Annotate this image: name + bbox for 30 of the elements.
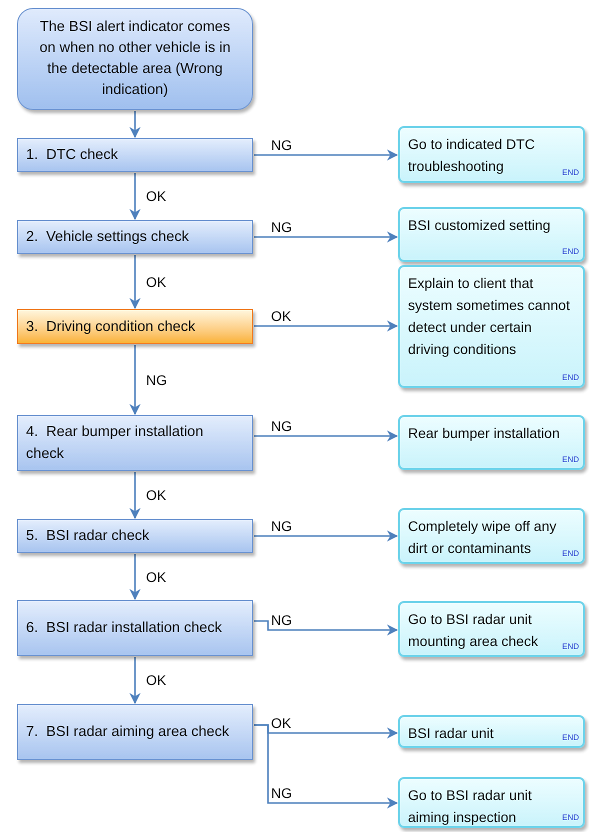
- check-box: 3. Driving condition check: [17, 309, 253, 344]
- start-box: The BSI alert indicator comes on when no other vehicle is in the detectable area (Wrong indication): [17, 8, 253, 110]
- arrow: [254, 231, 398, 243]
- arrow: [254, 530, 398, 542]
- arrow: [129, 173, 141, 220]
- result-box: Go to BSI radar unit aiming inspection END: [398, 777, 585, 828]
- arrow: [129, 111, 141, 138]
- result-box: Go to indicated DTC troubleshooting END: [398, 126, 585, 183]
- arrow: [129, 472, 141, 520]
- check-box: 1. DTC check: [17, 138, 253, 172]
- arrow: [254, 149, 398, 161]
- arrow: [254, 320, 398, 332]
- arrow: [254, 430, 398, 442]
- check-box: 2. Vehicle settings check: [17, 220, 253, 254]
- check-box: 6. BSI radar installation check: [17, 600, 253, 656]
- arrow: [129, 255, 141, 310]
- result-box: Completely wipe off any dirt or contaminants END: [398, 508, 585, 564]
- arrow: [254, 620, 398, 636]
- result-box: BSI customized setting END: [398, 207, 585, 262]
- arrow: [129, 554, 141, 600]
- check-box: 7. BSI radar aiming area check: [17, 704, 253, 760]
- result-box: Rear bumper installation END: [398, 415, 585, 470]
- arrow: [129, 345, 141, 416]
- arrow: [129, 657, 141, 704]
- result-box: Explain to client that system sometimes cannot detect under certain driving conditions END: [398, 265, 585, 388]
- result-box: Go to BSI radar unit mounting area check END: [398, 601, 585, 657]
- result-box: BSI radar unit END: [398, 715, 585, 748]
- check-box: 4. Rear bumper installation check: [17, 415, 253, 471]
- check-box: 5. BSI radar check: [17, 519, 253, 553]
- arrow: [254, 724, 398, 809]
